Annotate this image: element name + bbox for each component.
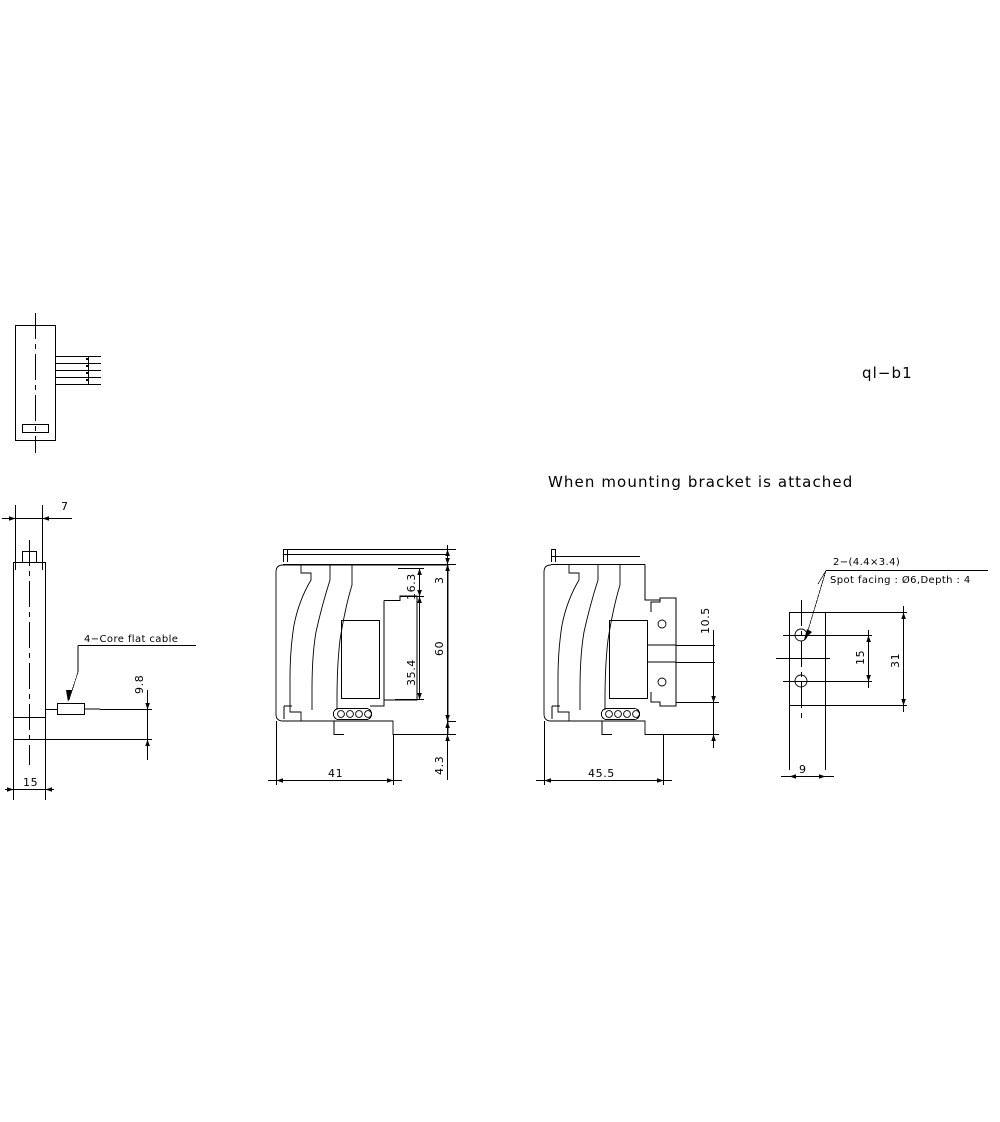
front-dim-15-label: 15 <box>23 776 38 789</box>
bracket-side-body-right-upper <box>644 564 660 601</box>
bracket-side-dim-455-label: 45.5 <box>588 767 615 780</box>
cable-callout-label: 4−Core flat cable <box>84 634 178 645</box>
bracket-hole-lower <box>794 674 808 688</box>
bracket-side-dim-105-label: 10.5 <box>699 607 712 634</box>
bracket-plate-profile <box>647 597 677 707</box>
bracket-dim-15-label: 15 <box>854 650 867 665</box>
top-plan-view <box>15 313 101 453</box>
hole-spec-line2-label: Spot facing : Ø6,Depth : 4 <box>830 574 971 586</box>
bracket-dim-9-label: 9 <box>799 763 807 776</box>
hole-spec-callout <box>804 570 988 640</box>
bracket-plate-outline <box>789 612 826 706</box>
side-section-view: 16.3 35.4 3 60 4.3 41 <box>268 545 456 785</box>
hole-spec-line1-label: 2−(4.4×3.4) <box>833 557 900 568</box>
bracket-side-contour-3 <box>604 565 621 710</box>
bracket-hole-upper <box>794 628 808 642</box>
bracket-side-body-outline <box>543 564 663 735</box>
side-connector <box>333 708 372 720</box>
bracket-side-inner-window <box>609 620 648 699</box>
front-elevation-view: 7 4−Core flat cable 9.8 <box>2 500 196 800</box>
side-dim-43-label: 4.3 <box>433 756 446 775</box>
top-plan-body-outline <box>15 325 56 441</box>
side-internal-contour-2 <box>311 565 331 710</box>
side-dim-354-label: 35.4 <box>405 659 418 686</box>
side-dim-60-label: 60 <box>433 641 446 656</box>
side-right-block <box>370 595 418 707</box>
top-plan-flat-cable <box>55 356 101 385</box>
bracket-plate-view: 2−(4.4×3.4) Spot facing : Ø6,Depth : 4 1… <box>776 557 988 779</box>
side-dim-3-label: 3 <box>433 576 446 584</box>
side-internal-contour-1 <box>289 565 312 721</box>
part-code-label: ql−b1 <box>862 364 913 382</box>
front-dim-98-label: 9.8 <box>133 675 146 694</box>
side-inner-window <box>341 620 380 699</box>
bracket-side-contour-1 <box>557 565 580 721</box>
side-with-bracket-view: 10.5 45.5 <box>536 549 719 785</box>
side-dim-163-label: 16.3 <box>405 573 418 600</box>
bracket-dim-31-label: 31 <box>889 653 902 668</box>
side-body-outline <box>275 564 449 735</box>
front-cable-stub <box>45 703 100 715</box>
front-dim-7-label: 7 <box>61 500 69 513</box>
bracket-side-connector <box>601 708 640 720</box>
top-plan-slot <box>22 424 49 433</box>
side-internal-contour-3 <box>336 565 353 710</box>
side-dim-41-label: 41 <box>328 767 343 780</box>
cable-callout-leader <box>66 645 196 702</box>
bracket-side-contour-2 <box>579 565 599 710</box>
bracket-note-title: When mounting bracket is attached <box>548 473 853 491</box>
